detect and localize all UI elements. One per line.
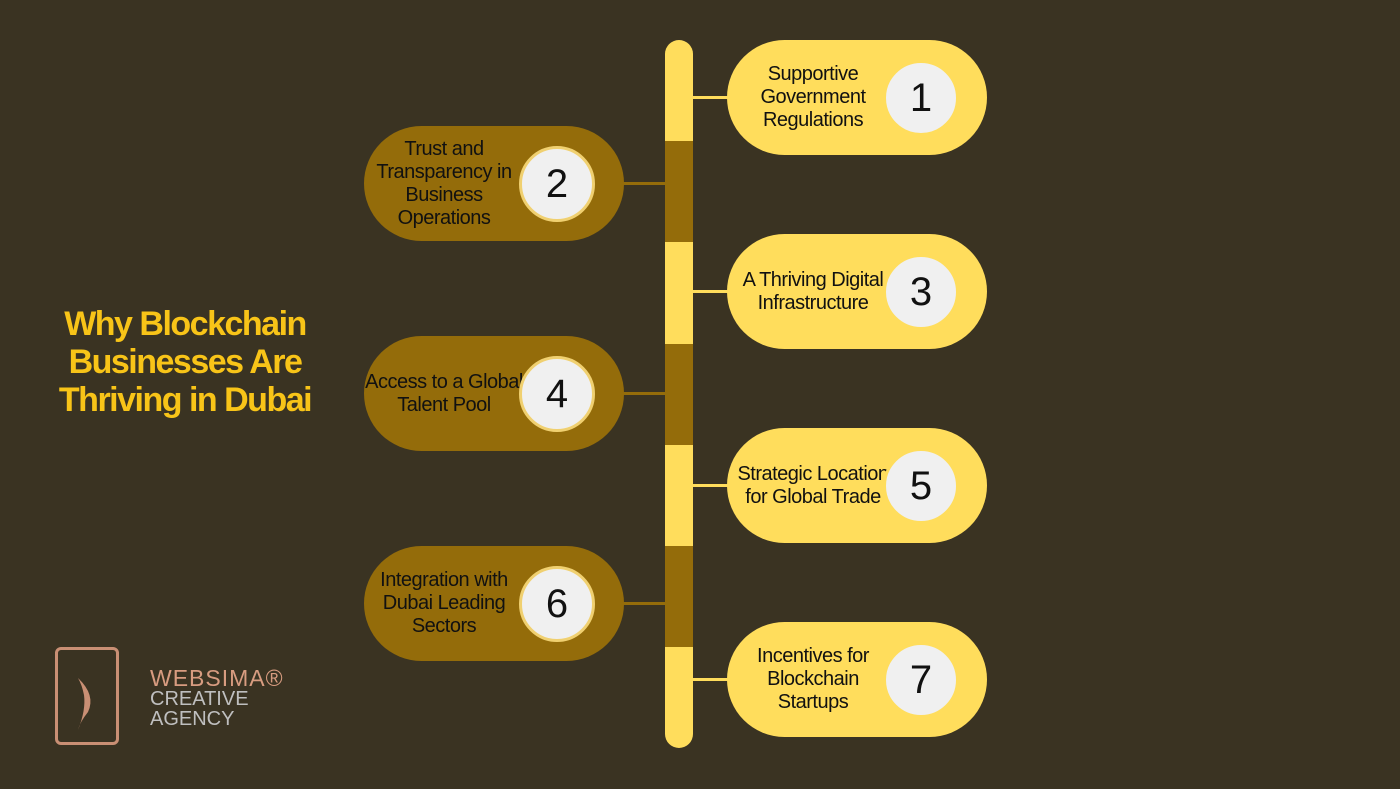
item-label: Trust and Transparency in Business Opera… [376,137,512,229]
connector-line [692,96,732,99]
item-label: Access to a Global Talent Pool [365,370,523,416]
connector-line [692,290,732,293]
item-number: 7 [883,642,959,718]
websima-logo-icon [55,647,119,745]
logo-line2: AGENCY [150,708,235,730]
item-number: 1 [883,60,959,136]
item-number: 6 [519,566,595,642]
logo-line1: CREATIVE [150,688,249,710]
item-pill-2: Trust and Transparency in Business Opera… [364,126,624,241]
item-label: Strategic Location for Global Trade [737,462,889,508]
item-number: 3 [883,254,959,330]
item-label: Integration with Dubai Leading Sectors [380,569,508,637]
connector-line [692,484,732,487]
connector-line [615,602,667,605]
connector-line [692,678,732,681]
timeline-bar [665,40,693,748]
item-number: 4 [519,356,595,432]
item-number: 5 [883,448,959,524]
page-title: Why Blockchain Businesses Are Thriving i… [58,305,313,419]
connector-line [615,182,667,185]
item-label: A Thriving Digital Infrastructure [742,268,884,314]
connector-line [615,392,667,395]
item-label: Supportive Government Regulations [760,63,866,131]
logo-brand: WEBSIMA® [150,665,284,691]
item-label: Incentives for Blockchain Startups [757,645,869,713]
item-number: 2 [519,146,595,222]
